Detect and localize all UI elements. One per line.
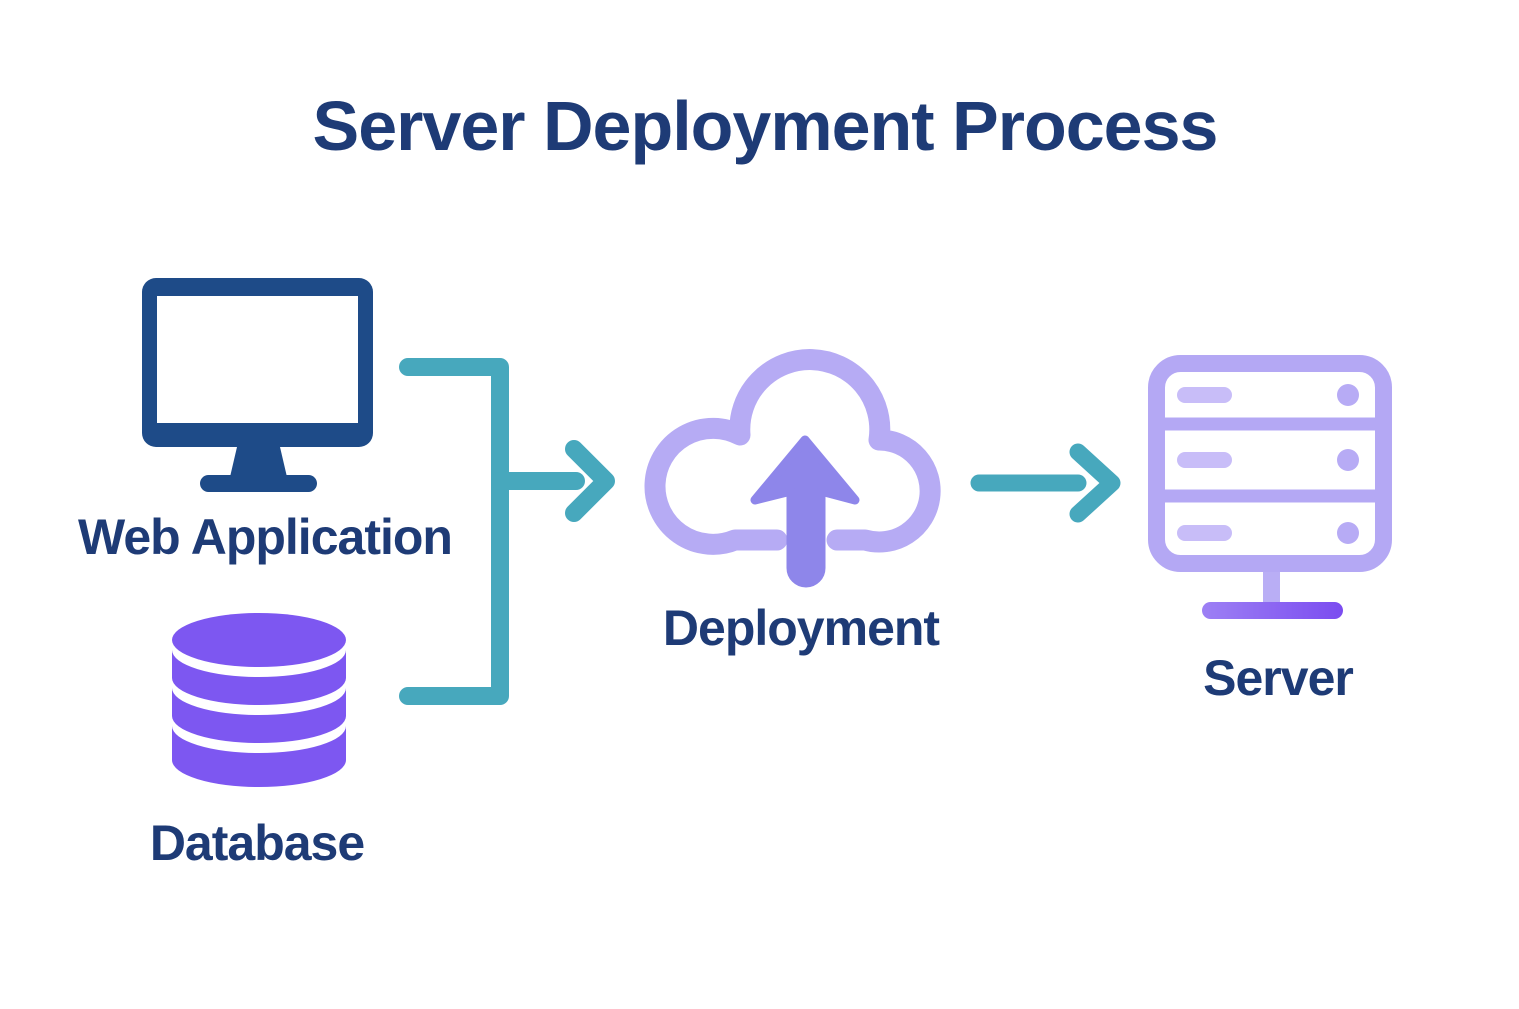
node-label-database: Database xyxy=(149,815,365,871)
node-database xyxy=(170,611,348,801)
edge-deployment-to-server xyxy=(970,443,1122,527)
node-label-server: Server xyxy=(1203,650,1354,706)
server-icon xyxy=(1148,355,1392,619)
page-title: Server Deployment Process xyxy=(312,87,1219,165)
edge-webapp-database-to-deployment xyxy=(398,356,620,708)
node-server xyxy=(1146,353,1396,621)
node-deployment xyxy=(643,340,949,590)
arrow-right-icon xyxy=(970,443,1121,523)
node-label-web-application: Web Application xyxy=(78,509,453,565)
node-web-application xyxy=(140,277,376,493)
node-label-deployment: Deployment xyxy=(662,600,940,656)
bracket-merge-arrow-icon xyxy=(399,358,615,705)
database-icon xyxy=(172,613,346,787)
monitor-icon xyxy=(142,278,373,492)
cloud-upload-icon xyxy=(644,349,941,588)
